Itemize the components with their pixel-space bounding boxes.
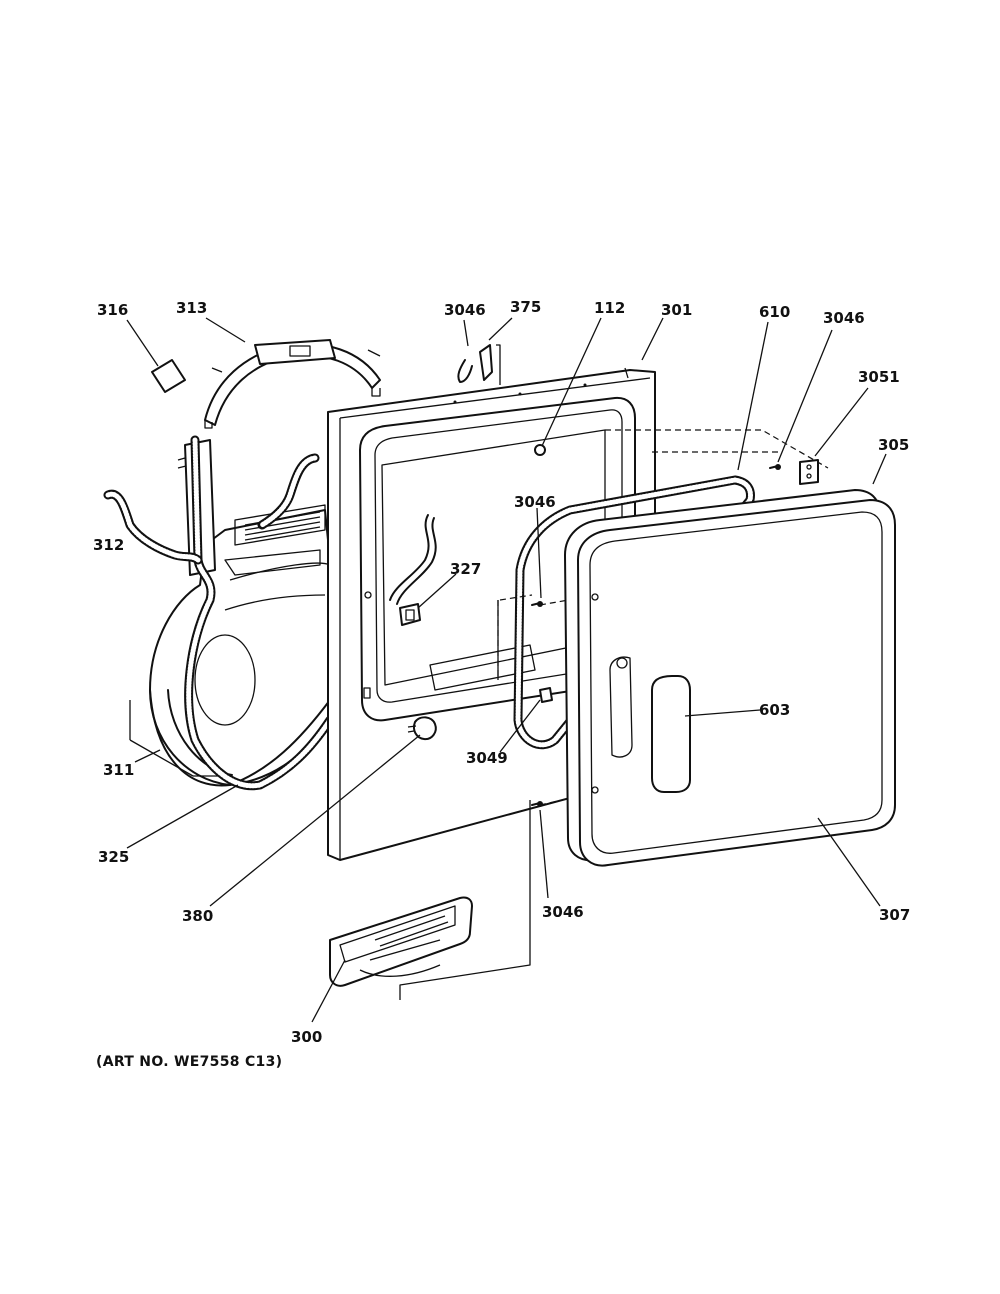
- filter-slot-hatch: [244, 511, 321, 541]
- part-312-seal-strip: [103, 453, 320, 565]
- callout-325: 325: [98, 848, 129, 866]
- part-327-switch: [399, 603, 421, 626]
- part-300-lint-filter: [329, 896, 473, 987]
- callouts: 316 313 3046 375 112 301 610 3046 3051 3…: [93, 298, 910, 1046]
- screws-3046: [531, 464, 781, 807]
- part-305-door-panel: [577, 499, 896, 867]
- part-3049-clip: [539, 687, 553, 703]
- part-313-bracket: [204, 339, 381, 429]
- callout-300: 300: [291, 1028, 322, 1046]
- inner-clip: [389, 514, 437, 605]
- part-325-felt-seal: [184, 435, 335, 791]
- callout-610: 610: [759, 303, 790, 321]
- part-610-door-gasket: [513, 475, 755, 750]
- part-380-knob: [407, 716, 437, 741]
- callout-316: 316: [97, 301, 128, 319]
- part-375-latch: [457, 344, 501, 385]
- part-112-bumper: [534, 444, 546, 456]
- callout-312: 312: [93, 536, 124, 554]
- callout-305: 305: [878, 436, 909, 454]
- callout-3046-mid: 3046: [514, 493, 556, 511]
- part-316-pad: [151, 359, 186, 393]
- drum-front-assembly: [149, 439, 331, 787]
- callout-603: 603: [759, 701, 790, 719]
- filter-bracket-lines: [399, 600, 531, 1000]
- callout-380: 380: [182, 907, 213, 925]
- leader-lines: [126, 317, 887, 1023]
- callout-301: 301: [661, 301, 692, 319]
- callout-3046-right: 3046: [823, 309, 865, 327]
- part-3051-hinge: [799, 459, 819, 485]
- callout-307: 307: [879, 906, 910, 924]
- callout-375: 375: [510, 298, 541, 316]
- callout-3051: 3051: [858, 368, 900, 386]
- callout-3046-bottom: 3046: [542, 903, 584, 921]
- callout-112: 112: [594, 299, 625, 317]
- callout-3049: 3049: [466, 749, 508, 767]
- callout-313: 313: [176, 299, 207, 317]
- art-number-caption: (ART NO. WE7558 C13): [96, 1054, 283, 1070]
- callout-3046-top: 3046: [444, 301, 486, 319]
- filter-mesh-hatch: [369, 915, 449, 961]
- callout-311: 311: [103, 761, 134, 779]
- callout-327: 327: [450, 560, 481, 578]
